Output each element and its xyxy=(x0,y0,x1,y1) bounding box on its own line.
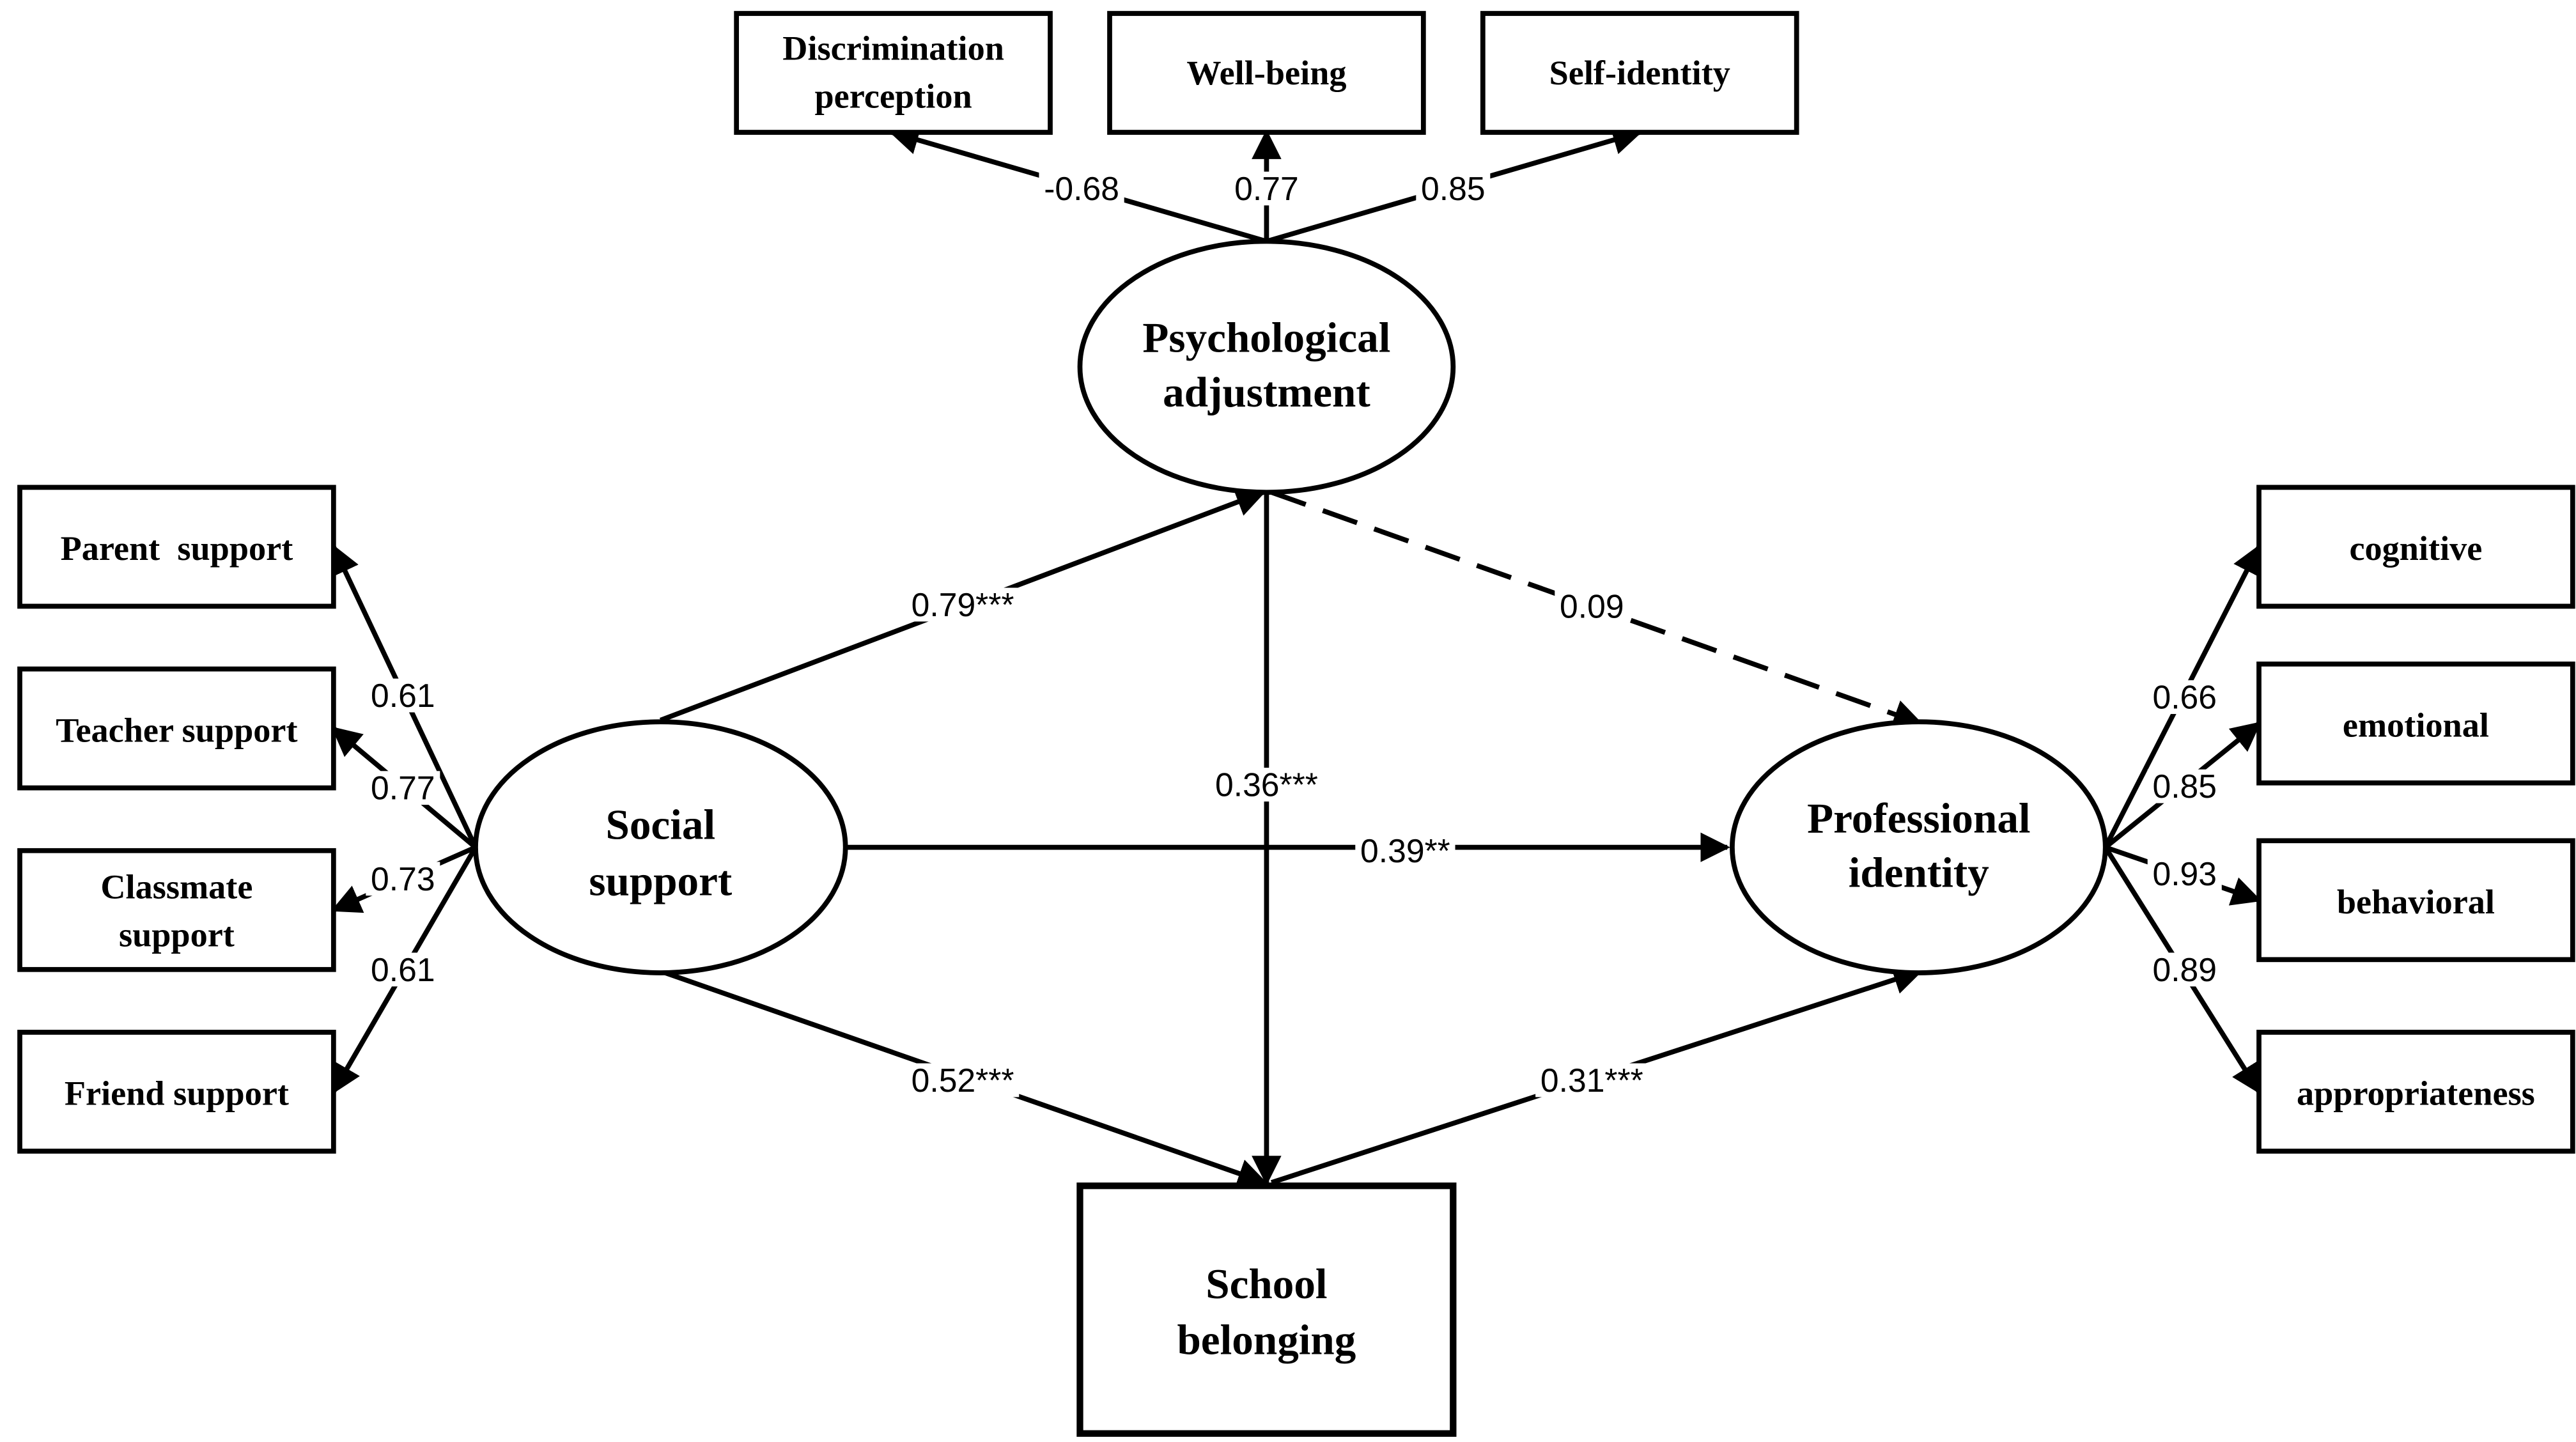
node-social-support: Social support xyxy=(473,719,848,975)
node-appropriateness: appropriateness xyxy=(2256,1030,2575,1154)
coef-psych-professional: 0.09 xyxy=(1560,588,1624,625)
coef-psych-discrimination: -0.68 xyxy=(1044,170,1119,207)
coef-social-teacher: 0.77 xyxy=(371,770,435,807)
coef-prof-appropriateness: 0.89 xyxy=(2152,951,2217,988)
coef-label-background xyxy=(1039,171,1124,206)
friend-label: Friend support xyxy=(65,1074,289,1113)
school-label-line2: belonging xyxy=(1177,1316,1356,1364)
node-cognitive: cognitive xyxy=(2256,485,2575,609)
coef-social-friend: 0.61 xyxy=(371,951,435,988)
node-teacher-support: Teacher support xyxy=(17,666,336,791)
selfidentity-label: Self-identity xyxy=(1549,54,1730,92)
node-professional-identity: Professional identity xyxy=(1730,719,2108,975)
node-friend-support: Friend support xyxy=(17,1030,336,1154)
coef-prof-behavioral: 0.93 xyxy=(2152,855,2217,892)
node-emotional: emotional xyxy=(2256,662,2575,786)
coef-label-background xyxy=(2147,680,2222,715)
coef-social-classmate: 0.73 xyxy=(371,860,435,897)
coef-label-background xyxy=(366,952,440,987)
coef-label-background xyxy=(1210,768,1323,802)
node-well-being: Well-being xyxy=(1107,11,1426,135)
node-behavioral: behavioral xyxy=(2256,838,2575,963)
coef-prof-cognitive: 0.66 xyxy=(2152,679,2217,716)
parent-label: Parent support xyxy=(61,529,293,568)
wellbeing-label: Well-being xyxy=(1186,54,1346,92)
coef-label-background xyxy=(366,862,440,896)
classmate-label-line2: support xyxy=(119,916,235,954)
psych-label-line1: Psychological xyxy=(1142,314,1390,362)
coef-school-professional: 0.31*** xyxy=(1540,1062,1643,1099)
coef-label-background xyxy=(1535,1063,1649,1097)
social-label-line2: support xyxy=(589,857,733,905)
coef-label-background xyxy=(2147,857,2222,891)
psych-label-line2: adjustment xyxy=(1163,368,1370,416)
appropriateness-label: appropriateness xyxy=(2297,1074,2535,1113)
coef-label-background xyxy=(906,1063,1020,1097)
node-classmate-support: Classmate support xyxy=(17,848,336,972)
school-label-line1: School xyxy=(1206,1260,1327,1308)
coef-psych-school: 0.36*** xyxy=(1215,766,1318,803)
coef-social-professional: 0.39** xyxy=(1360,832,1450,869)
classmate-label-line1: Classmate xyxy=(100,868,252,906)
node-school-belonging: School belonging xyxy=(1076,1182,1457,1437)
professional-label-line1: Professional xyxy=(1807,794,2030,842)
behavioral-label: behavioral xyxy=(2337,883,2495,921)
coef-prof-emotional: 0.85 xyxy=(2152,768,2217,805)
node-discrimination-perception: Discrimination perception xyxy=(734,11,1053,135)
coef-label-background xyxy=(1355,833,1455,868)
cognitive-label: cognitive xyxy=(2349,529,2482,568)
node-psychological-adjustment: Psychological adjustment xyxy=(1077,238,1456,495)
coef-label-background xyxy=(1555,589,1629,623)
teacher-label: Teacher support xyxy=(56,711,297,749)
coef-psych-wellbeing: 0.77 xyxy=(1234,170,1299,207)
coef-label-background xyxy=(366,771,440,805)
discrimination-label-line2: perception xyxy=(815,77,972,115)
coef-social-psych: 0.79*** xyxy=(912,586,1014,623)
professional-label-line2: identity xyxy=(1849,849,1989,897)
coef-social-school: 0.52*** xyxy=(912,1062,1014,1099)
coef-label-background xyxy=(2147,769,2222,803)
node-parent-support: Parent support xyxy=(17,485,336,609)
coef-label-background xyxy=(1416,171,1491,206)
coef-social-parent: 0.61 xyxy=(371,677,435,714)
coef-label-background xyxy=(1229,171,1304,206)
coefficient-labels: -0.68 0.77 0.85 0.79*** 0.09 0.36*** 0.3… xyxy=(366,170,2222,1099)
coef-label-background xyxy=(906,587,1020,622)
coef-label-background xyxy=(366,678,440,713)
emotional-label: emotional xyxy=(2343,706,2489,745)
coef-label-background xyxy=(2147,952,2222,987)
social-label-line1: Social xyxy=(606,801,716,849)
discrimination-label-line1: Discrimination xyxy=(782,29,1004,67)
node-self-identity: Self-identity xyxy=(1480,11,1799,135)
coef-psych-selfidentity: 0.85 xyxy=(1421,170,1486,207)
